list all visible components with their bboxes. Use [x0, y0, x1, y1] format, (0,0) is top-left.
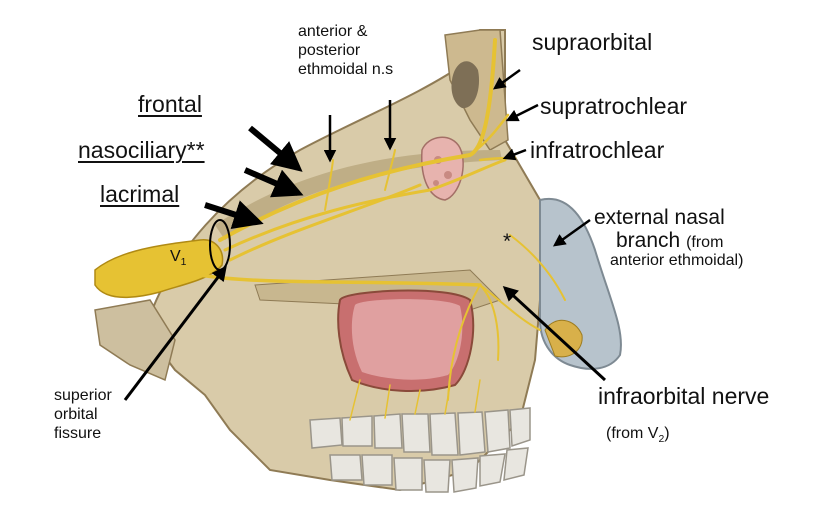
ethmoidal-nerve-2	[384, 149, 396, 191]
label-lacrimal: lacrimal	[100, 181, 180, 207]
teeth	[309, 407, 531, 493]
label-external-nasal-branch: external nasal branch (from anterior eth…	[594, 206, 744, 270]
label-from-v2: (from V2)	[606, 425, 670, 446]
ethmoidal-nerve-1	[324, 159, 334, 211]
arrow-infraorbital	[502, 285, 607, 382]
label-infraorbital-nerve: infraorbital nerve	[598, 383, 770, 409]
nasociliary-nerve	[223, 158, 507, 252]
arrow-superior-orbital-fissure	[123, 265, 227, 401]
label-nasociliary: nasociliary**	[78, 137, 205, 163]
maxillary-sinus	[337, 289, 475, 392]
label-superior-orbital-fissure: superior orbital fissure	[54, 387, 112, 443]
label-infratrochlear: infratrochlear	[530, 137, 665, 163]
arrow-nasociliary	[243, 167, 304, 198]
arrow-supratrochlear	[505, 103, 539, 122]
label-frontal: frontal	[138, 91, 202, 117]
lacrimal-gland	[421, 136, 464, 201]
frontal-nerve	[218, 38, 497, 242]
arrow-external-nasal	[552, 218, 591, 247]
lacrimal-nerve	[228, 183, 422, 262]
trigeminal-ganglion	[94, 239, 224, 299]
frontal-sinus	[451, 61, 480, 109]
label-asterisk: *	[503, 230, 512, 253]
external-nasal-branch	[509, 234, 566, 301]
label-supratrochlear: supratrochlear	[540, 93, 688, 119]
arrow-lacrimal	[204, 200, 264, 229]
arrow-infratrochlear	[502, 148, 527, 161]
label-supraorbital: supraorbital	[532, 29, 653, 55]
arrow-frontal	[248, 125, 303, 172]
label-anterior-posterior-ethmoidal: anterior & posterior ethmoidal n.s	[298, 23, 394, 79]
label-v1: V1	[170, 248, 187, 269]
nerves	[94, 38, 566, 421]
pointer-arrows	[123, 68, 607, 401]
dental-nerves	[349, 379, 481, 421]
arrow-supraorbital	[492, 68, 521, 90]
